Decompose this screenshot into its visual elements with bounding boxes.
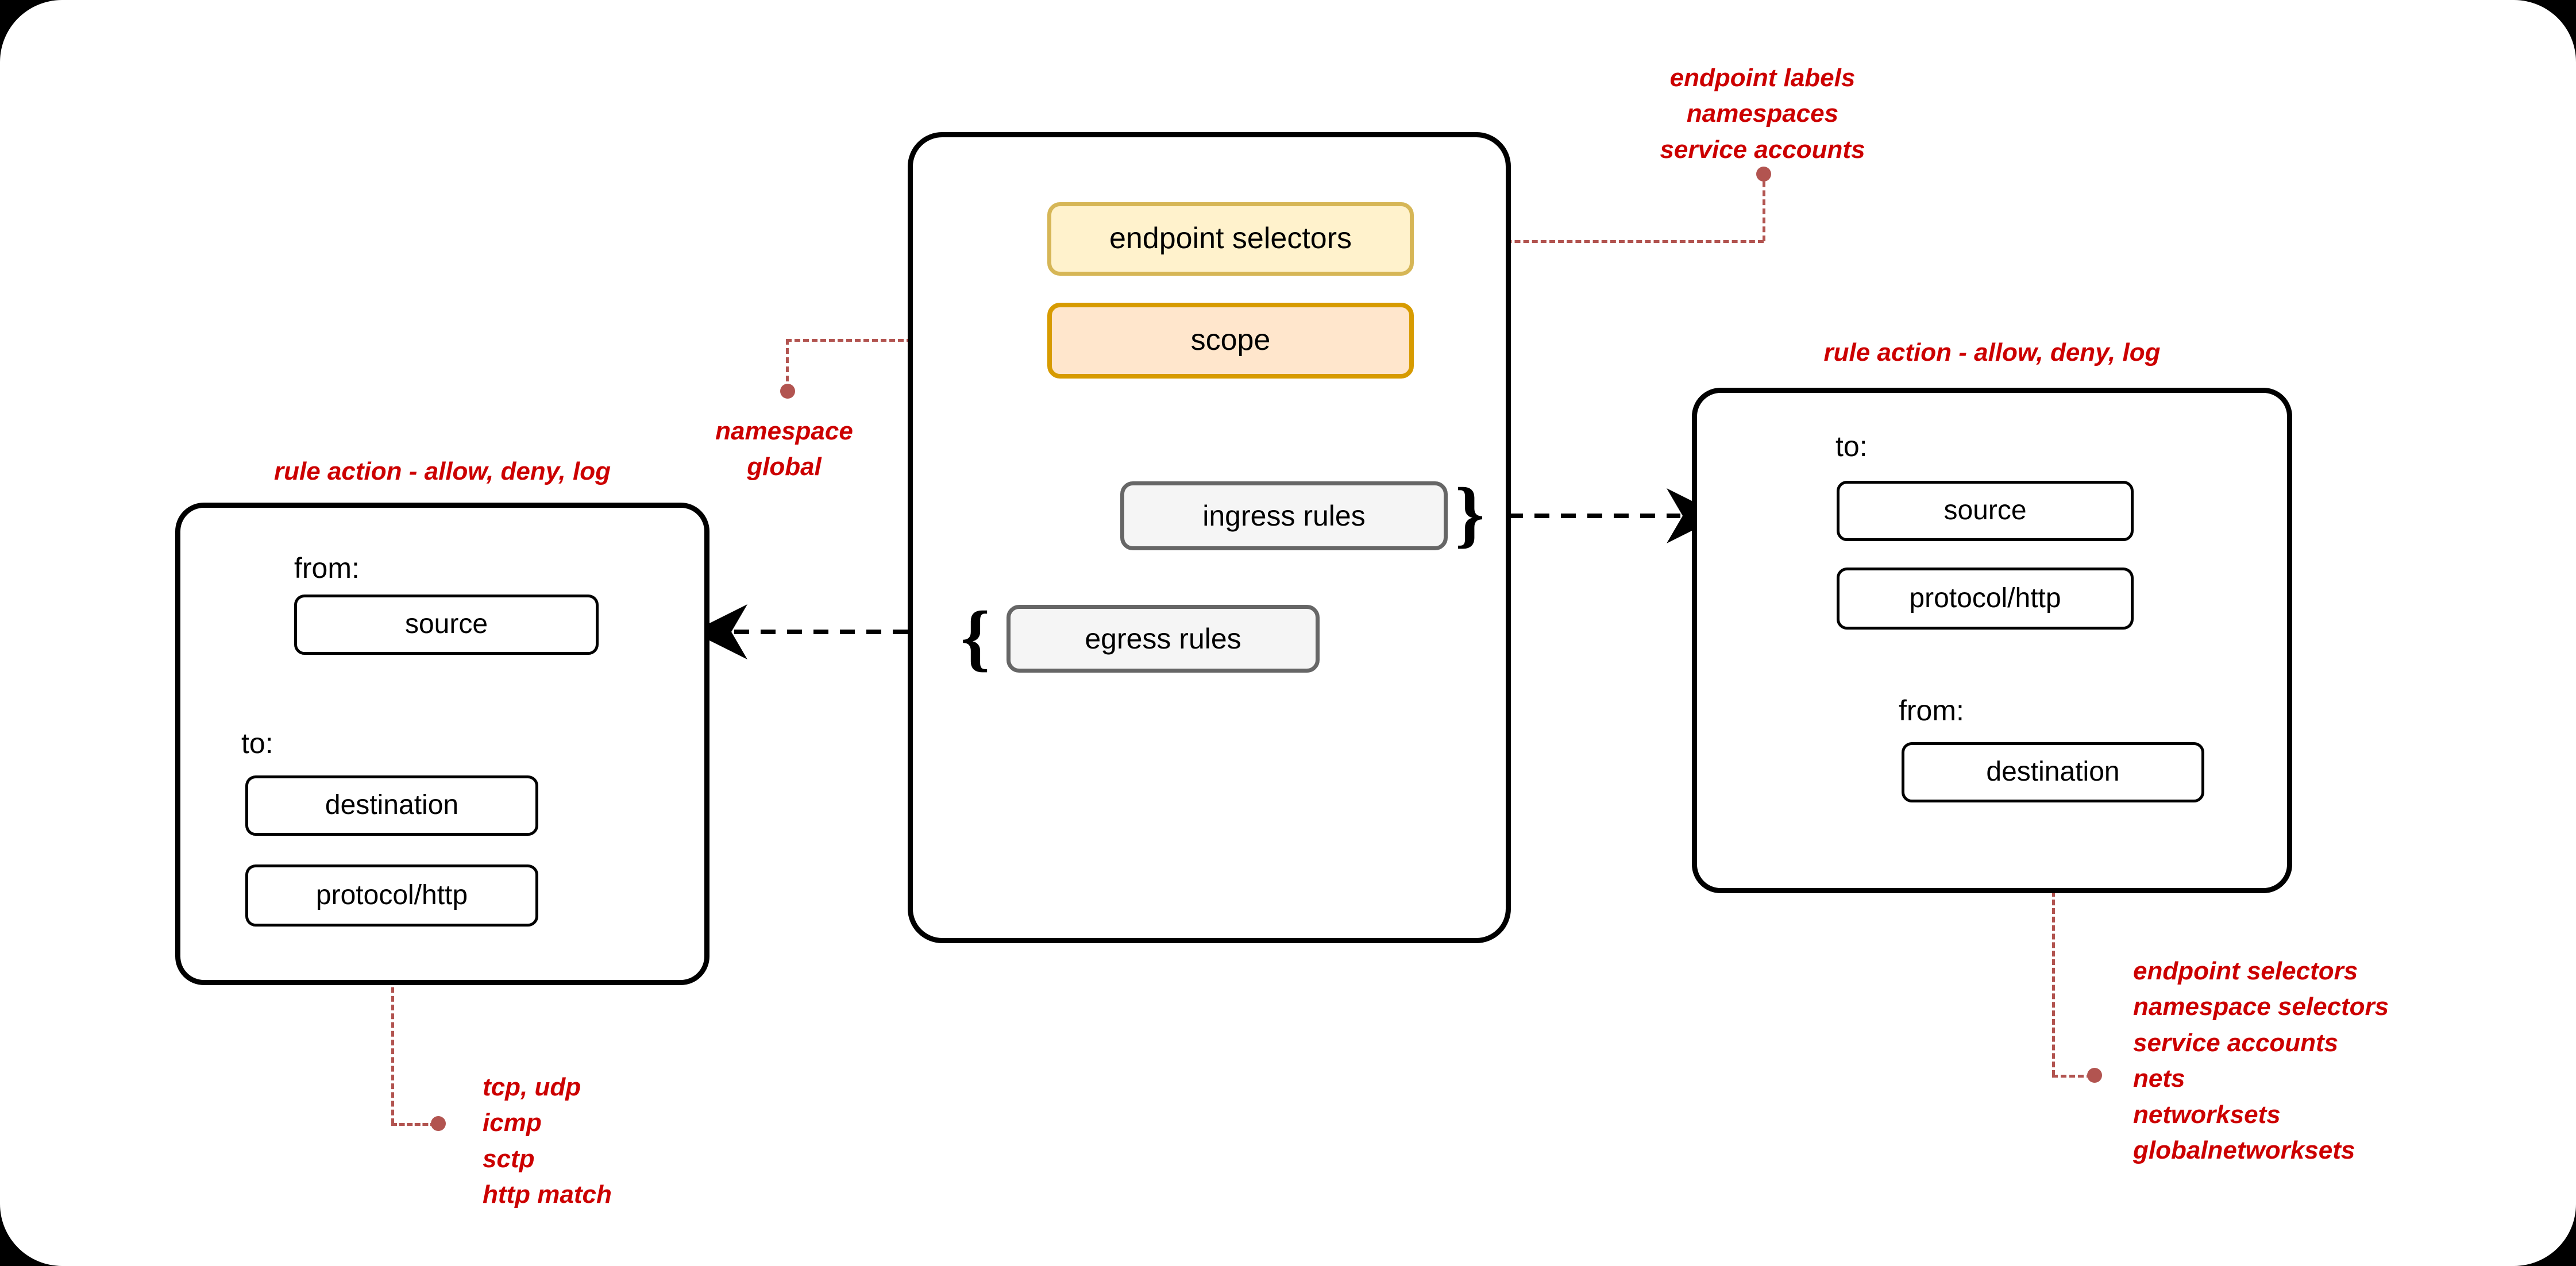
annotation-line: service accounts <box>1660 135 1865 164</box>
annotation-endpoint-selectors: endpoint labels namespaces service accou… <box>1590 60 1935 168</box>
connector-scope-v <box>786 339 789 391</box>
annotation-protocol: tcp, udp icmp sctp http match <box>483 1070 885 1213</box>
annotation-scope: namespace global <box>623 414 945 485</box>
annotation-line: nets <box>2133 1064 2185 1093</box>
connector-destination-v <box>2052 797 2055 1076</box>
right-card-source-box[interactable]: source <box>1837 481 2134 541</box>
left-card-from-label: from: <box>294 552 360 584</box>
left-card-annotation: rule action - allow, deny, log <box>175 454 709 489</box>
connector-endpoint-selectors-v <box>1763 172 1765 241</box>
box-ingress-rules[interactable]: ingress rules <box>1120 481 1448 550</box>
connector-dot-destination <box>2087 1068 2102 1083</box>
annotation-line: endpoint selectors <box>2133 957 2358 985</box>
right-card-annotation: rule action - allow, deny, log <box>1692 335 2292 370</box>
connector-dot-endpoint-selectors <box>1756 167 1771 182</box>
connector-protocol-h <box>391 1123 436 1126</box>
connector-dot-protocol <box>431 1116 446 1131</box>
right-card-destination-box[interactable]: destination <box>1902 742 2204 802</box>
annotation-line: namespace selectors <box>2133 993 2389 1021</box>
annotation-line: endpoint labels <box>1669 64 1856 92</box>
arrow-egress-to-left-card <box>692 604 908 659</box>
annotation-line: icmp <box>483 1109 542 1137</box>
left-card-to-label: to: <box>241 727 273 759</box>
connector-protocol-v <box>391 926 394 1124</box>
right-card-protocol-box[interactable]: protocol/http <box>1837 568 2134 630</box>
box-scope[interactable]: scope <box>1047 303 1414 379</box>
annotation-line: http match <box>483 1180 612 1209</box>
arrow-ingress-to-right-card <box>1508 488 1722 543</box>
ingress-rule-card <box>1692 388 2292 893</box>
annotation-line: globalnetworksets <box>2133 1136 2355 1165</box>
connector-endpoint-selectors-h <box>1410 240 1764 243</box>
annotation-line: namespace <box>715 417 853 445</box>
left-annotation-line: rule action - allow, deny, log <box>274 457 611 485</box>
annotation-line: global <box>747 453 822 481</box>
connector-dot-scope <box>780 384 795 399</box>
right-card-from-label: from: <box>1899 694 1964 727</box>
right-annotation-line: rule action - allow, deny, log <box>1823 338 2161 366</box>
ingress-brace: } <box>1455 473 1485 555</box>
right-card-to-label: to: <box>1835 430 1868 462</box>
annotation-line: namespaces <box>1686 99 1839 128</box>
egress-brace: { <box>961 596 990 679</box>
box-egress-rules[interactable]: egress rules <box>1007 605 1320 673</box>
left-card-source-box[interactable]: source <box>294 595 599 655</box>
annotation-line: sctp <box>483 1144 535 1173</box>
annotation-destination: endpoint selectors namespace selectors s… <box>2133 954 2570 1169</box>
connector-destination-h <box>2052 1075 2092 1078</box>
box-endpoint-selectors[interactable]: endpoint selectors <box>1047 202 1414 276</box>
annotation-line: networksets <box>2133 1100 2281 1129</box>
left-card-protocol-box[interactable]: protocol/http <box>245 864 538 927</box>
left-card-destination-box[interactable]: destination <box>245 775 538 836</box>
annotation-line: tcp, udp <box>483 1073 581 1101</box>
annotation-line: service accounts <box>2133 1028 2339 1057</box>
